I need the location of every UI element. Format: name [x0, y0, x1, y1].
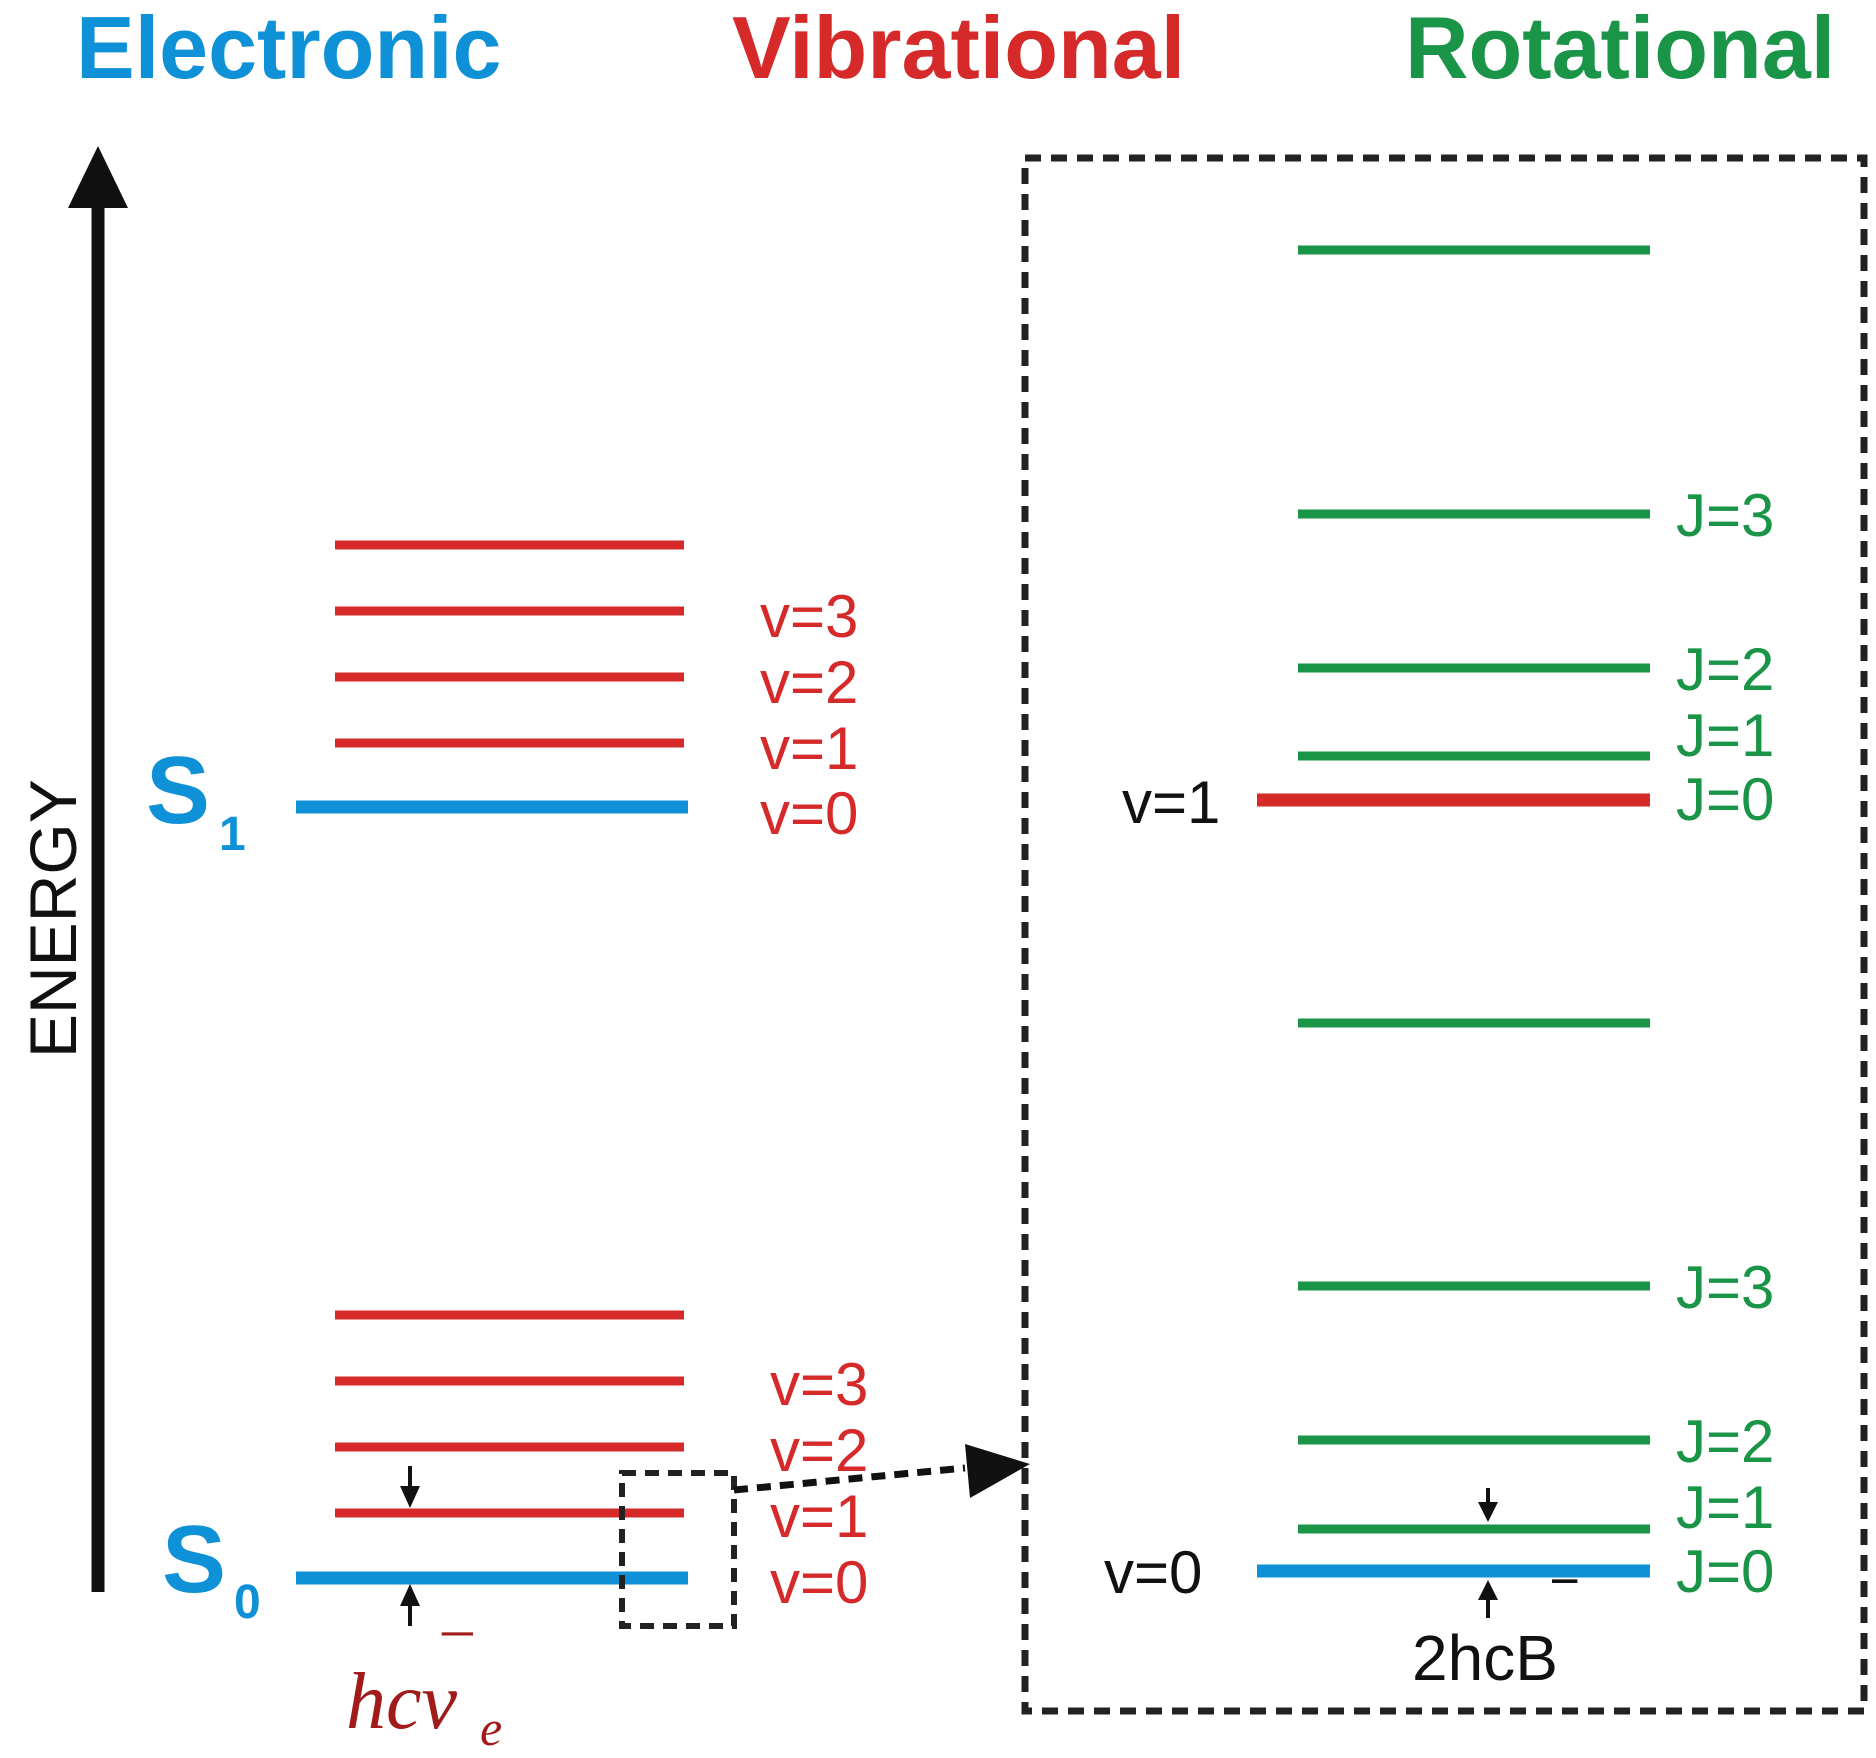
zoom-pointer-arrow-icon: [965, 1444, 1030, 1498]
s0-manifold: S 0 v=3 v=2 v=1 v=0 hcv ‾ e: [162, 1310, 868, 1756]
zoom-selection-box: [619, 1470, 737, 1629]
vib-spacing-down-arrow-icon: [400, 1486, 420, 1508]
vib-spacing-formula: hcv: [346, 1658, 458, 1746]
rotational-header: Rotational: [1405, 0, 1835, 97]
s0-vib-label-1: v=1: [770, 1483, 868, 1550]
zoom-panel-frame: [1021, 154, 1868, 1715]
energy-axis-arrowhead-icon: [68, 146, 128, 208]
s0-state-letter: S: [162, 1506, 226, 1613]
lower-rot-label-2: J=2: [1676, 1408, 1774, 1475]
s1-state-subscript: 1: [219, 808, 246, 861]
s1-vib-label-1: v=1: [760, 715, 858, 782]
s1-vib-label-0: v=0: [760, 780, 858, 847]
upper-rot-label-2: J=2: [1676, 636, 1774, 703]
rot-spacing-down-arrow-icon: [1478, 1502, 1498, 1522]
s1-manifold: S 1 v=3 v=2 v=1 v=0: [146, 540, 858, 861]
s1-vib-label-2: v=2: [760, 649, 858, 716]
s0-vib-label-2: v=2: [770, 1417, 868, 1484]
upper-rot-label-1: J=1: [1676, 702, 1774, 769]
lower-rot-label-0: J=0: [1676, 1538, 1774, 1605]
s1-state-letter: S: [146, 737, 210, 844]
zoom-pointer-line: [733, 1464, 966, 1494]
zoom-lower-group: v=0 J=3 J=2 J=1 J=0 2hcB ‾: [1104, 1018, 1774, 1694]
s0-vib-label-3: v=3: [770, 1351, 868, 1418]
vib-spacing-up-arrow-icon: [400, 1584, 420, 1606]
upper-rot-label-0: J=0: [1676, 766, 1774, 833]
lower-vib-label: v=0: [1104, 1539, 1202, 1606]
vib-spacing-formula-subscript: e: [480, 1700, 502, 1756]
lower-rot-label-1: J=1: [1676, 1474, 1774, 1541]
energy-axis-label: ENERGY: [16, 779, 90, 1058]
rot-spacing-formula: 2hcB: [1412, 1622, 1558, 1694]
zoom-upper-group: v=1 J=3 J=2 J=1 J=0: [1122, 245, 1774, 836]
upper-vib-label: v=1: [1122, 769, 1220, 836]
vib-spacing-formula-bar: ‾: [441, 1626, 473, 1714]
electronic-header: Electronic: [76, 0, 501, 97]
s0-state-subscript: 0: [234, 1576, 261, 1629]
lower-rot-label-3: J=3: [1676, 1254, 1774, 1321]
s0-vib-label-0: v=0: [770, 1549, 868, 1616]
upper-rot-label-3: J=3: [1676, 482, 1774, 549]
s1-vib-label-3: v=3: [760, 583, 858, 650]
vibrational-header: Vibrational: [732, 0, 1185, 97]
rot-spacing-up-arrow-icon: [1478, 1580, 1498, 1600]
rot-spacing-formula-bar: ‾: [1552, 1572, 1578, 1644]
